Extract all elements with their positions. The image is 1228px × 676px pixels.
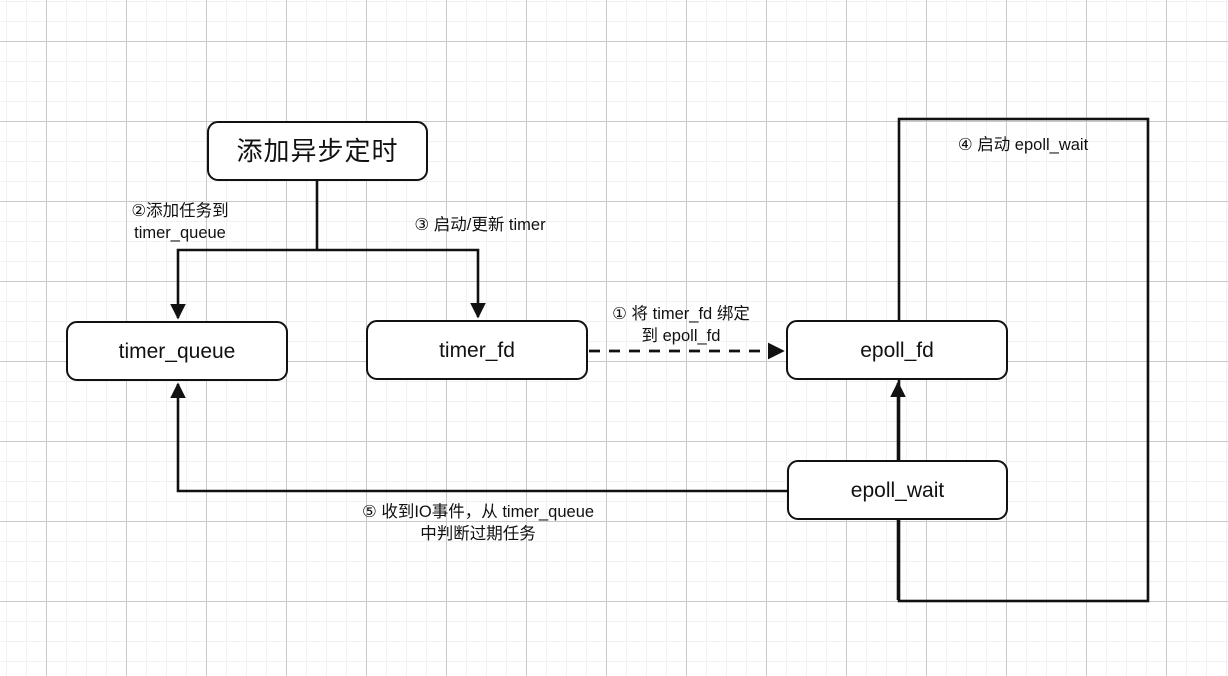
node-label-timer-queue: timer_queue: [118, 339, 236, 363]
node-epoll-fd[interactable]: epoll_fd: [786, 320, 1008, 380]
node-label-add-async-timer: 添加异步定时: [236, 136, 399, 166]
node-timer-fd[interactable]: timer_fd: [366, 320, 588, 380]
edge-add-to-timerfd: [317, 248, 486, 319]
edge-label-add-task-to-queue: ②添加任务到 timer_queue: [131, 202, 229, 243]
edge-add-to-queue: [170, 248, 317, 320]
edge-label-bind-timerfd-to-epollfd: ① 将 timer_fd 绑定 到 epoll_fd: [612, 305, 750, 346]
edge-epollwait-to-queue: [170, 382, 787, 493]
node-epoll-wait[interactable]: epoll_wait: [787, 460, 1008, 520]
node-label-epoll-wait: epoll_wait: [850, 478, 945, 502]
edge-label-start-update-timer: ③ 启动/更新 timer: [414, 216, 546, 234]
edge-label-start-epoll-wait: ④ 启动 epoll_wait: [957, 136, 1089, 154]
node-label-epoll-fd: epoll_fd: [860, 338, 934, 362]
node-label-timer-fd: timer_fd: [439, 338, 515, 362]
node-timer-queue[interactable]: timer_queue: [66, 321, 288, 381]
node-add-async-timer[interactable]: 添加异步定时: [207, 121, 428, 181]
edge-label-io-event-expired-task: ⑤ 收到IO事件，从 timer_queue 中判断过期任务: [361, 503, 595, 544]
